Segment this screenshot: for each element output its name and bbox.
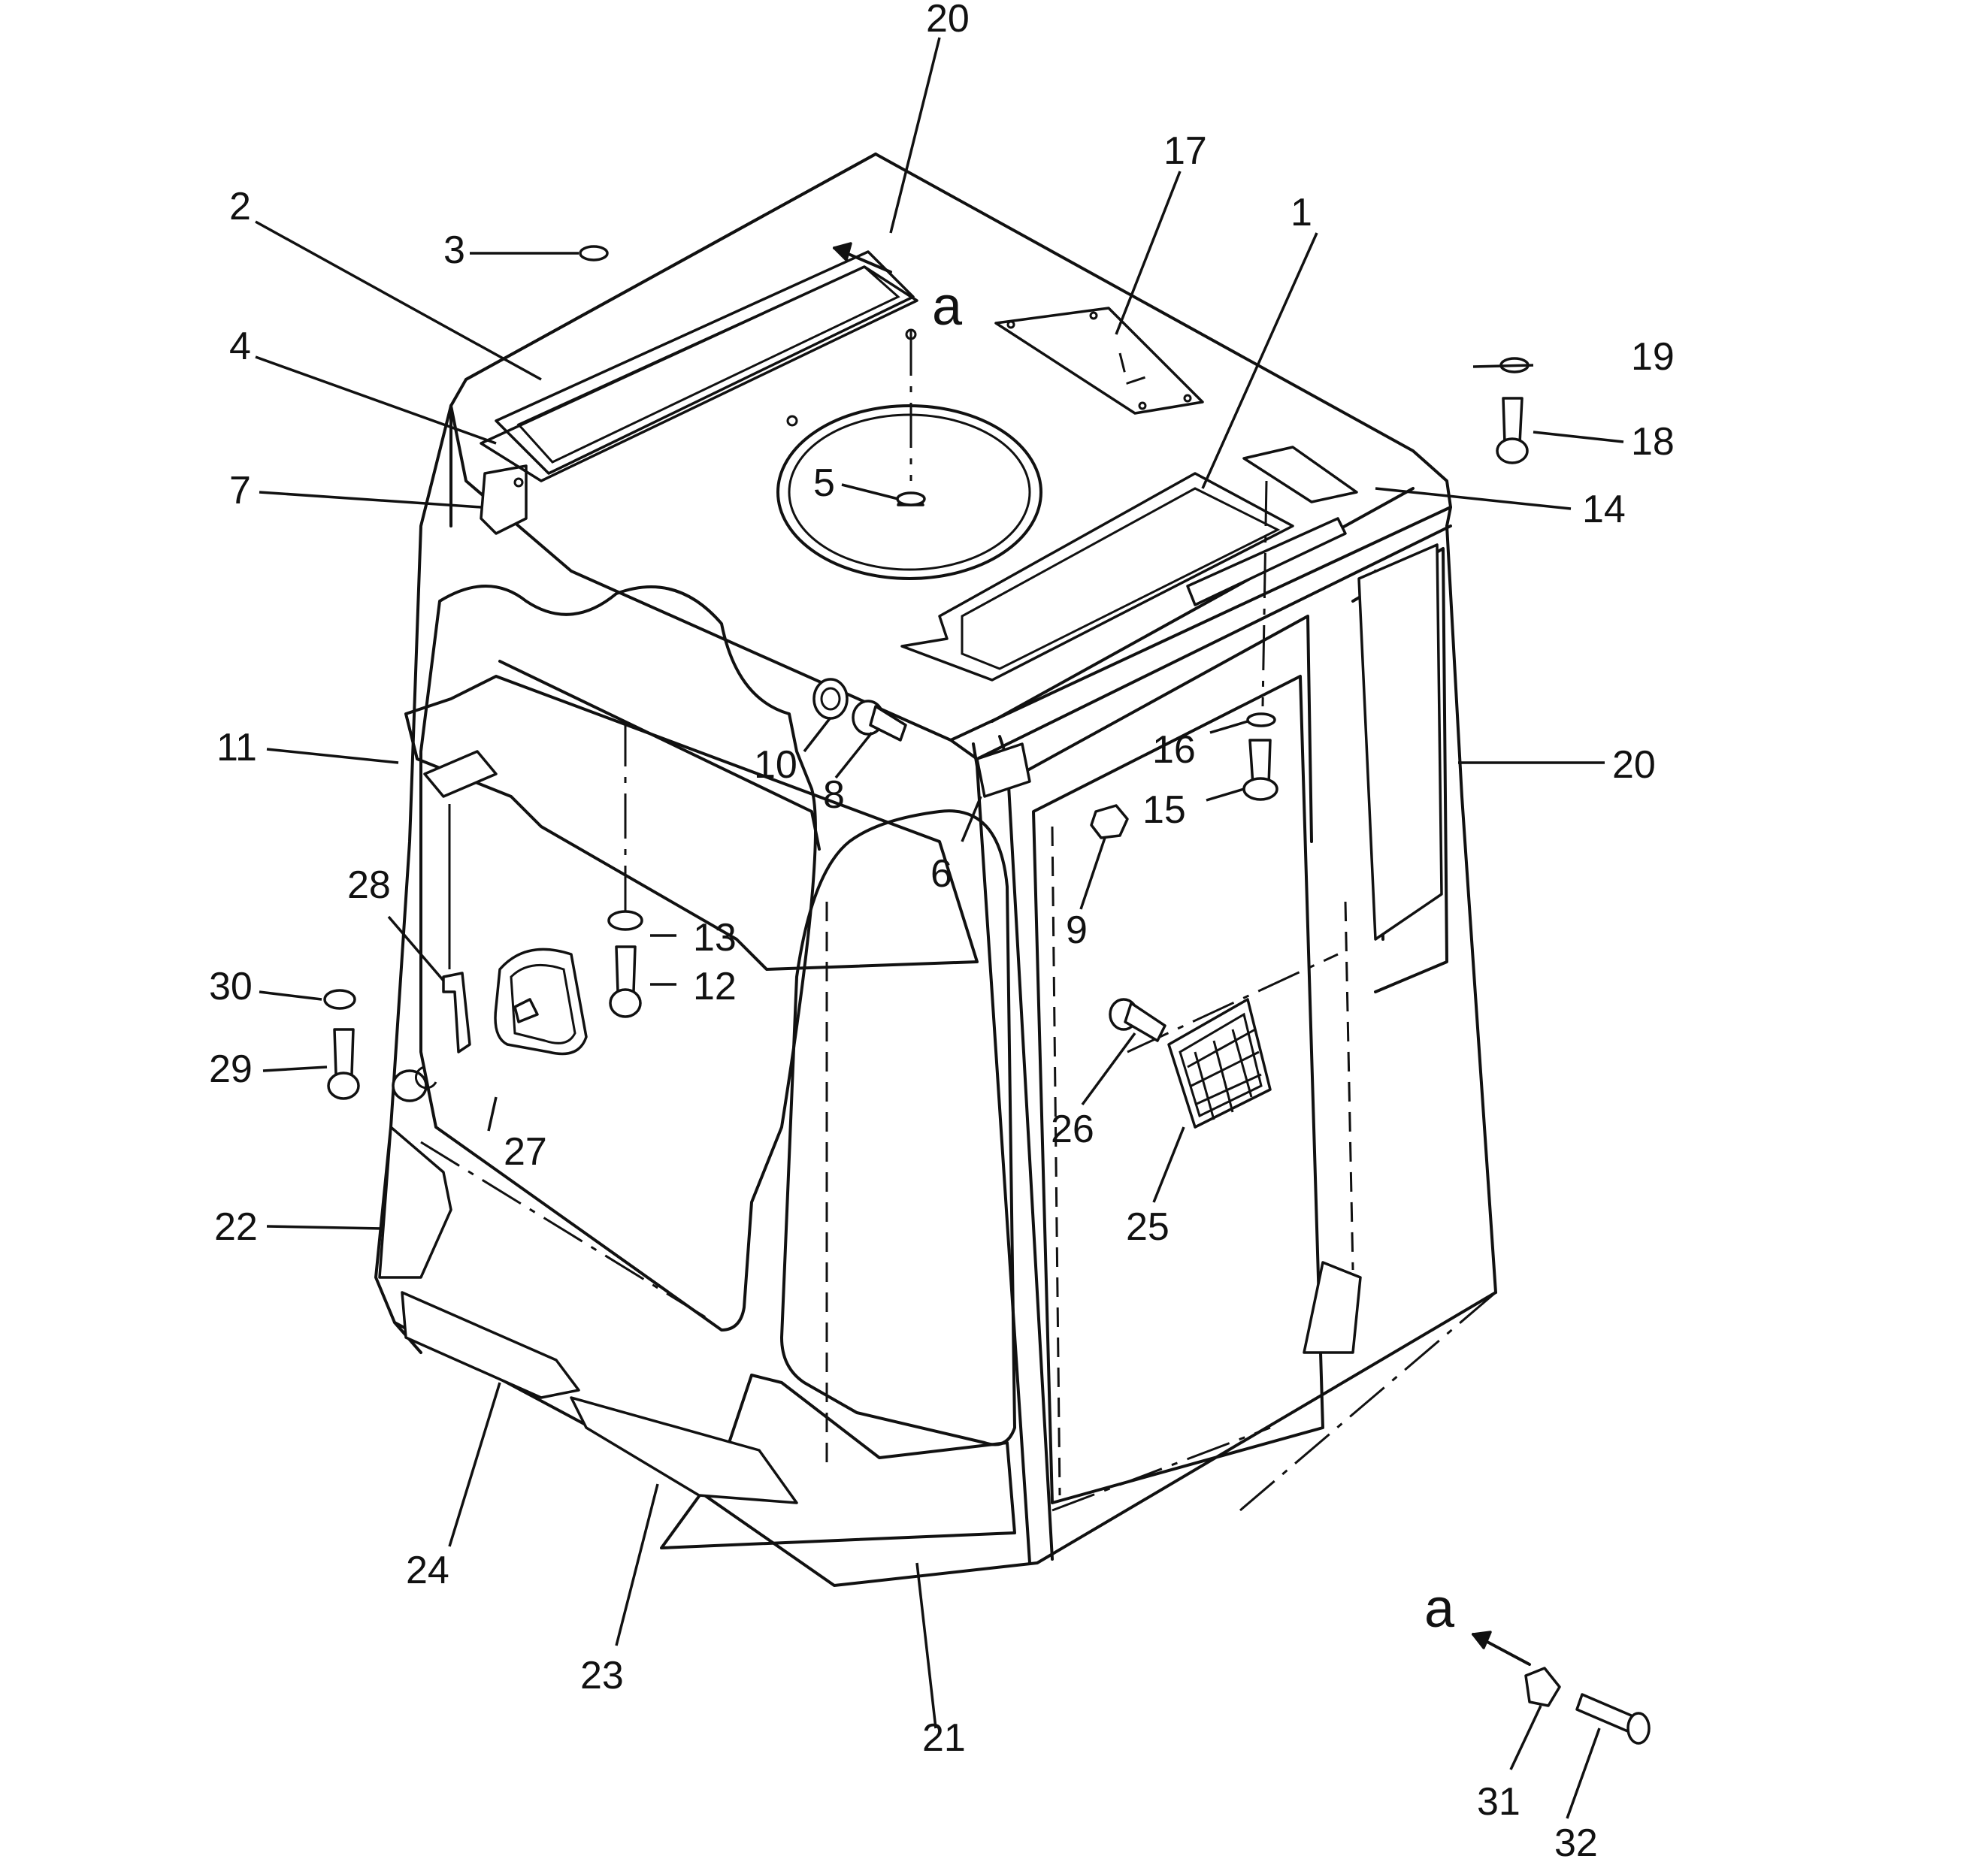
callout-13: 13 bbox=[693, 916, 737, 960]
grommet-10 bbox=[812, 678, 849, 720]
clip-31 bbox=[1524, 1667, 1561, 1707]
bolt-32 bbox=[1575, 1693, 1651, 1745]
roof-components bbox=[480, 250, 1358, 682]
callout-9: 9 bbox=[1066, 908, 1088, 952]
callout-10: 10 bbox=[754, 743, 797, 787]
callout-29: 29 bbox=[209, 1047, 253, 1091]
callout-11: 11 bbox=[216, 726, 257, 769]
callout-17: 17 bbox=[1163, 129, 1207, 173]
callout-labels: 20 17 1 2 3 4 5 7 19 18 14 20 16 15 10 8… bbox=[209, 0, 1675, 1859]
callout-27: 27 bbox=[504, 1130, 547, 1174]
bolt-8 bbox=[852, 700, 907, 742]
callout-26: 26 bbox=[1051, 1108, 1094, 1151]
bolt-18 bbox=[1496, 397, 1529, 464]
callout-30: 30 bbox=[209, 965, 253, 1008]
callout-2: 2 bbox=[229, 185, 251, 228]
cab-body bbox=[374, 153, 1497, 1587]
leader-lines bbox=[255, 37, 1624, 1819]
callout-31: 31 bbox=[1477, 1780, 1521, 1824]
callout-12: 12 bbox=[693, 965, 737, 1008]
bracket-28 bbox=[442, 972, 471, 1053]
callout-28: 28 bbox=[347, 863, 391, 907]
callout-3: 3 bbox=[443, 228, 465, 272]
plate-14 bbox=[1242, 446, 1358, 503]
net-pocket-25 bbox=[1167, 998, 1272, 1129]
callout-18: 18 bbox=[1631, 420, 1675, 464]
washer-30 bbox=[323, 989, 356, 1010]
nut-9 bbox=[1090, 804, 1129, 839]
callout-21: 21 bbox=[922, 1716, 966, 1760]
gasket-4 bbox=[480, 265, 918, 482]
callout-25: 25 bbox=[1126, 1205, 1170, 1249]
plate-17 bbox=[994, 307, 1204, 415]
callout-6: 6 bbox=[930, 852, 952, 896]
callout-4: 4 bbox=[229, 325, 251, 368]
bracket-6 bbox=[976, 742, 1031, 798]
washer-13 bbox=[607, 910, 643, 931]
mirror-27 bbox=[392, 948, 588, 1102]
bolt-12 bbox=[609, 945, 642, 1018]
bolt-26 bbox=[1109, 998, 1166, 1042]
fasteners bbox=[323, 242, 1651, 1745]
bolt-29 bbox=[327, 1028, 360, 1100]
panel-1 bbox=[900, 472, 1294, 682]
view-marker-a-top: a bbox=[932, 277, 963, 337]
callout-32: 32 bbox=[1554, 1821, 1598, 1859]
callout-8: 8 bbox=[823, 773, 845, 817]
callout-19: 19 bbox=[1631, 335, 1675, 379]
callout-22: 22 bbox=[214, 1205, 258, 1249]
callout-16: 16 bbox=[1152, 728, 1196, 772]
view-marker-a-detail: a bbox=[1424, 1579, 1455, 1639]
washer-16 bbox=[1246, 712, 1276, 727]
callout-20-side: 20 bbox=[1612, 743, 1656, 787]
washer-3 bbox=[579, 245, 609, 261]
callout-7: 7 bbox=[229, 469, 251, 512]
callout-23: 23 bbox=[580, 1654, 624, 1697]
bolt-15 bbox=[1242, 739, 1278, 801]
callout-1: 1 bbox=[1291, 191, 1312, 234]
callout-24: 24 bbox=[406, 1549, 449, 1592]
callout-20-top: 20 bbox=[926, 0, 970, 41]
roof-round-window bbox=[776, 404, 1042, 580]
callout-5: 5 bbox=[813, 461, 835, 505]
callout-15: 15 bbox=[1142, 788, 1186, 832]
roof-hatch-2 bbox=[495, 250, 915, 475]
callout-14: 14 bbox=[1582, 488, 1626, 531]
